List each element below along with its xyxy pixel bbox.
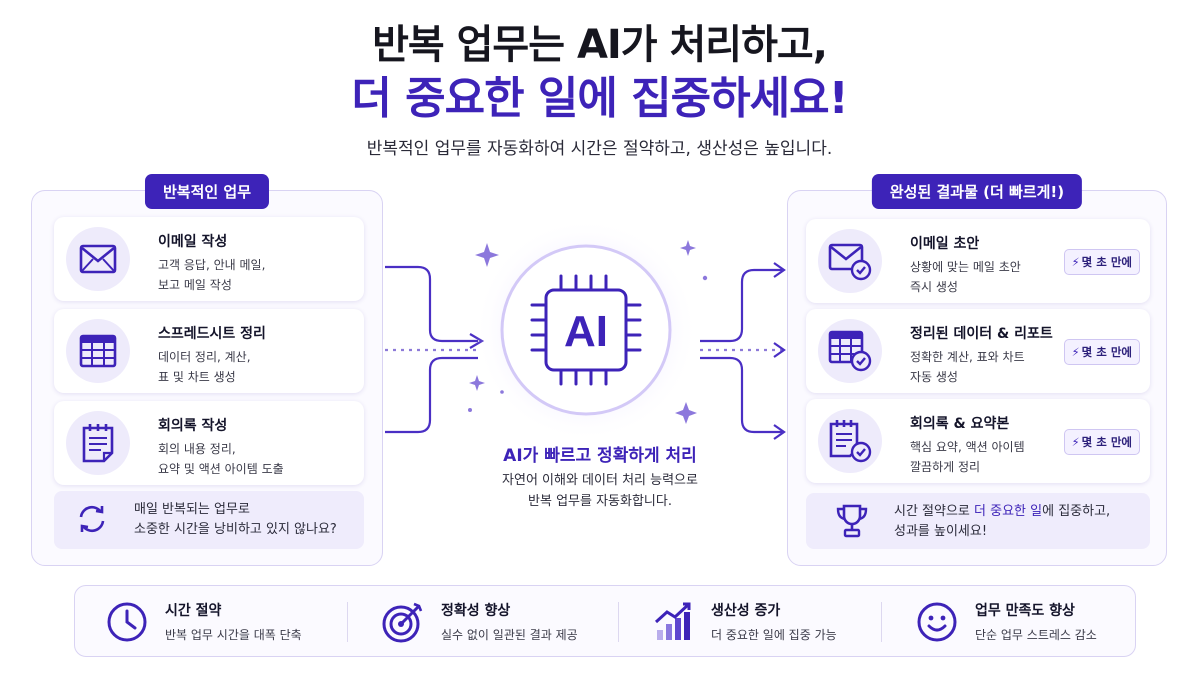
target-icon [381,600,425,644]
trophy-icon [834,503,868,538]
notepad-icon [66,411,130,475]
headline-line1: 반복 업무는 AI가 처리하고, [372,22,828,68]
smile-icon [915,600,959,644]
repetitive-tasks-panel: 반복적인 업무 이메일 작성 고객 응답, 안내 메일,보고 메일 작성 스프레… [31,174,383,566]
benefit-desc: 단순 업무 스트레스 감소 [975,628,1097,642]
card-desc: 고객 응답, 안내 메일,보고 메일 작성 [158,258,266,292]
benefit-desc: 반복 업무 시간을 대폭 단축 [165,628,302,642]
sparkle-icons [468,240,708,424]
right-connectors [700,262,786,440]
ai-caption: AI가 빠르고 정확하게 처리 [503,446,697,466]
card-title: 회의록 & 요약본 [910,416,1010,432]
divider [881,602,882,642]
benefit-title: 업무 만족도 향상 [975,603,1075,619]
card-desc: 회의 내용 정리,요약 및 액션 아이템 도출 [158,442,284,476]
benefits-bar: 시간 절약 반복 업무 시간을 대폭 단축 정확성 향상 실수 없이 일관된 결… [74,585,1136,657]
benefit-desc: 실수 없이 일관된 결과 제공 [441,628,578,642]
card-desc: 데이터 정리, 계산,표 및 차트 생성 [158,350,251,384]
ai-chip-label: AI [564,307,608,356]
benefit-title: 정확성 향상 [441,603,511,619]
speed-badge: ⚡몇 초 만에 [1063,249,1140,275]
subtitle: 반복적인 업무를 자동화하여 시간은 절약하고, 생산성은 높입니다. [366,139,833,159]
benefit-title: 시간 절약 [165,603,222,619]
card-title: 스프레드시트 정리 [158,326,266,342]
lightning-icon: ⚡ [1071,345,1080,359]
spreadsheet-icon [66,319,130,383]
card-title: 회의록 작성 [158,418,228,434]
refresh-cycle-icon [76,503,108,535]
headline-line2: 더 중요한 일에 집중하세요! [351,73,848,124]
envelope-check-icon [818,229,882,293]
task-card-spreadsheet: 스프레드시트 정리 데이터 정리, 계산,표 및 차트 생성 [54,309,364,393]
card-title: 정리된 데이터 & 리포트 [910,326,1053,342]
spreadsheet-check-icon [818,319,882,383]
card-title: 이메일 초안 [910,236,980,252]
envelope-icon [66,227,130,291]
speed-badge: ⚡몇 초 만에 [1063,429,1140,455]
task-card-email: 이메일 작성 고객 응답, 안내 메일,보고 메일 작성 [54,217,364,301]
speed-badge: ⚡몇 초 만에 [1063,339,1140,365]
benefit-desc: 더 중요한 일에 집중 가능 [711,628,837,642]
panel-label: 완성된 결과물 (더 빠르게!) [871,174,1083,209]
left-connectors [385,265,485,434]
divider [618,602,619,642]
divider [347,602,348,642]
clock-icon [105,600,149,644]
task-card-minutes: 회의록 작성 회의 내용 정리,요약 및 액션 아이템 도출 [54,401,364,485]
notepad-check-icon [818,409,882,473]
lightning-icon: ⚡ [1071,435,1080,449]
lightning-icon: ⚡ [1071,255,1080,269]
focus-note: 시간 절약으로 더 중요한 일에 집중하고,성과를 높이세요! [806,493,1150,549]
note-text: 시간 절약으로 더 중요한 일에 집중하고,성과를 높이세요! [894,504,1111,539]
ai-core-circle [500,244,672,416]
card-title: 이메일 작성 [158,234,228,250]
growth-chart-icon [651,600,695,644]
panel-label: 반복적인 업무 [144,174,270,209]
benefit-title: 생산성 증가 [711,603,781,619]
ai-chip-icon [530,274,642,386]
